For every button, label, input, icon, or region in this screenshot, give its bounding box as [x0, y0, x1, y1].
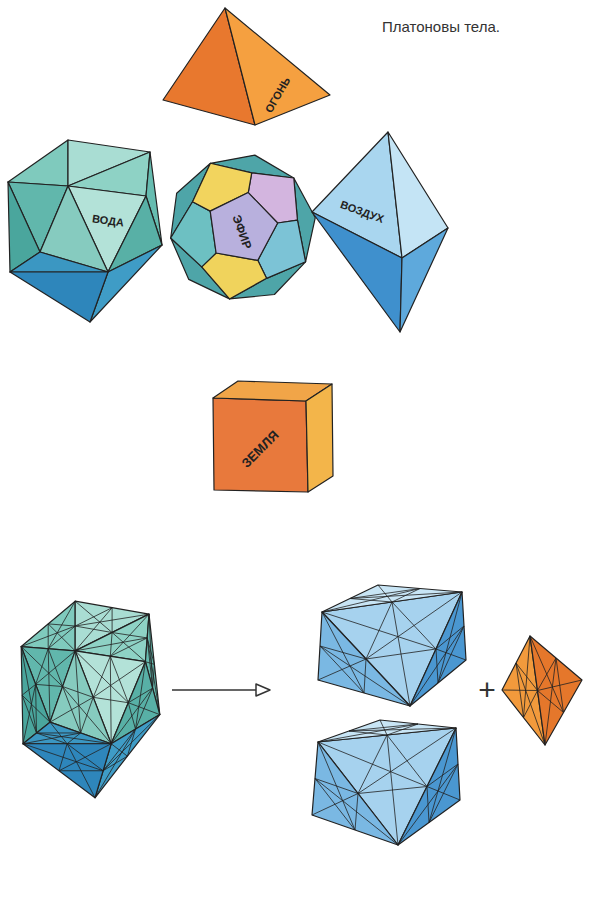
subdivision-line [145, 662, 154, 665]
octahedron: ВОЗДУХ [308, 128, 453, 336]
title: Платоновы тела. [382, 19, 500, 34]
subdivision-line [23, 733, 81, 744]
subdivision-line [538, 680, 583, 691]
subdivision-line [516, 663, 545, 745]
subdivision-line [438, 592, 462, 683]
solid-face [400, 228, 448, 332]
subdivision-line [315, 779, 398, 846]
subdivision-line [318, 659, 366, 680]
subdivision-line [378, 585, 392, 602]
subdivided-icosahedron [21, 601, 160, 798]
solid-face [171, 202, 216, 267]
subdivision-line [322, 612, 364, 693]
solid-face [23, 744, 111, 798]
subdivision-line [502, 690, 538, 692]
subdivision-line [318, 742, 427, 787]
dodecahedron: ЭФИР [164, 150, 320, 306]
subdivision-line [358, 728, 456, 794]
arrow-head [256, 684, 270, 696]
solid-face [21, 601, 75, 651]
subdivision-line [398, 764, 458, 845]
subdivision-line [103, 729, 135, 771]
subdivision-line [524, 636, 531, 718]
subdivision-line [23, 744, 103, 771]
subdivision-line [392, 602, 410, 706]
subdivision-line [22, 695, 50, 722]
subdivision-line [23, 684, 36, 743]
subdivision-line [380, 720, 387, 735]
subdivision-line [48, 624, 75, 651]
subdivision-line [318, 742, 355, 830]
subdivision-line [530, 636, 564, 713]
tetrahedron-outline [155, 2, 335, 132]
icosahedron: ВОДА [2, 132, 167, 328]
subdivision-line [110, 614, 149, 656]
subdivision-line [75, 601, 112, 632]
subdivision-line [147, 638, 160, 715]
subdivision-line [136, 662, 146, 730]
solid-face [530, 636, 582, 745]
solid-face [398, 728, 460, 845]
solid-face [213, 398, 308, 492]
subdivision-line [322, 589, 420, 613]
solid-face [225, 8, 330, 125]
subdivision-line [103, 715, 160, 771]
subdivided-octahedron [318, 585, 466, 706]
solid-face [210, 193, 277, 261]
solid-face [306, 384, 333, 492]
subdivision-line [320, 646, 410, 706]
subdivided-octahedron [312, 720, 460, 845]
subdivision-line [322, 612, 436, 649]
subdivision-line [350, 592, 462, 599]
subdivision-line [50, 722, 67, 744]
tetrahedron: ОГОНЬ [155, 2, 335, 132]
subdivision-line [75, 608, 112, 651]
octahedron-outline [308, 128, 453, 336]
arrow-shaft [172, 689, 256, 691]
icosahedron-outline [2, 132, 167, 328]
subdivision-line [110, 656, 112, 743]
subdivision-line [48, 649, 50, 722]
subdivision-line [95, 729, 136, 798]
subdivision-line [429, 728, 456, 823]
subdivision-line [67, 744, 95, 798]
subdivision-line [410, 626, 464, 706]
subdivision-line [112, 633, 145, 662]
subdivision-line [111, 744, 127, 756]
subdivision-line [318, 724, 418, 742]
solid-face [8, 140, 68, 186]
subdivision-line [349, 728, 456, 731]
transform-arrow [172, 684, 270, 696]
plus-sign: + [478, 675, 496, 705]
subdivision-line [59, 744, 111, 771]
subdivision-line [93, 662, 145, 698]
subdivision-line [75, 651, 80, 733]
subdivision-line [50, 697, 93, 722]
solid-face [10, 272, 108, 322]
subdivision-line [427, 787, 460, 801]
subdivision-line [312, 794, 358, 816]
subdivision-line [48, 601, 75, 649]
subdivision-line [75, 638, 147, 651]
subdivision-line [21, 626, 75, 647]
solid-face [10, 252, 108, 272]
cube: ЗЕМЛЯ [208, 376, 338, 496]
subdivision-line [36, 651, 76, 684]
subdivision-line [75, 651, 128, 703]
subdivision-line [128, 703, 160, 715]
subdivided-tetrahedron [502, 636, 582, 745]
subdivision-line [387, 735, 398, 845]
subdivision-line [75, 614, 149, 626]
solid-face [312, 212, 402, 332]
subdivision-line [436, 649, 466, 660]
subdivision-line [366, 592, 462, 659]
subdivision-line [545, 658, 556, 745]
solid-face [322, 585, 462, 612]
